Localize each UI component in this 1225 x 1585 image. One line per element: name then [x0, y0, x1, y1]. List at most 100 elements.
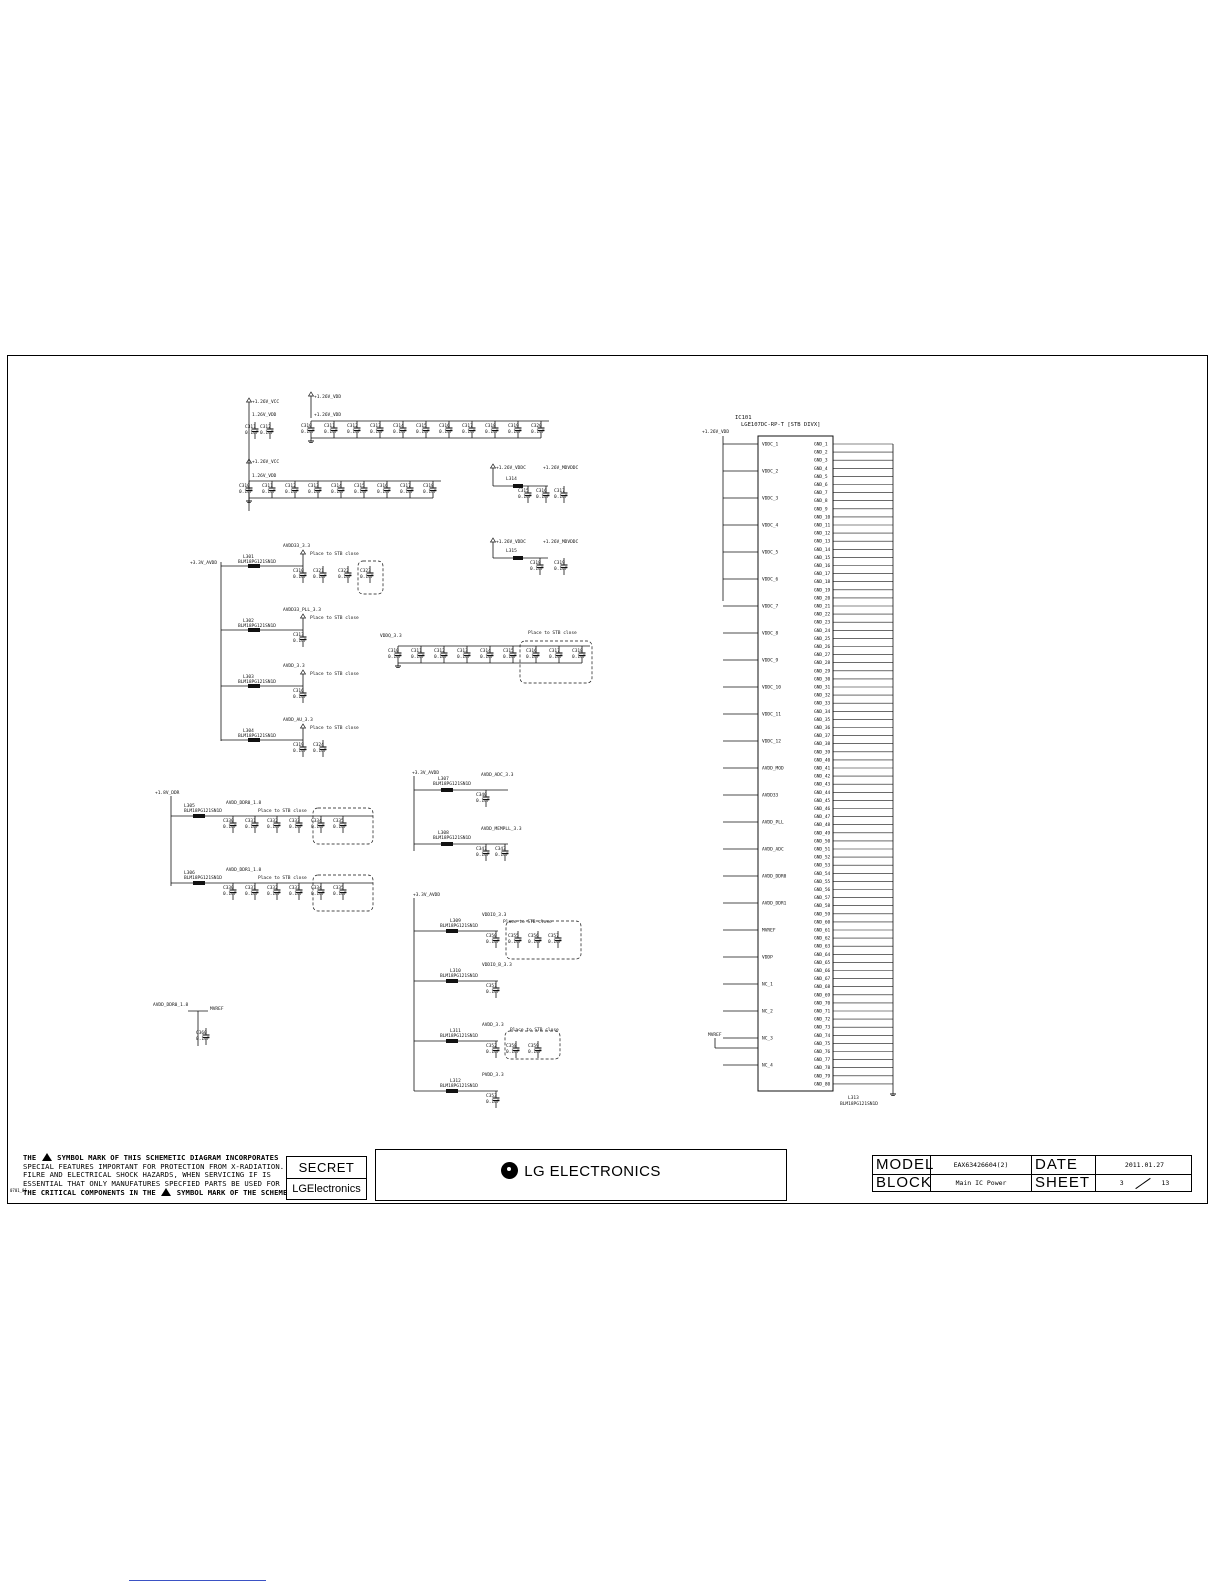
pin-label: GND_55 — [814, 879, 831, 885]
cap-ref: C318 — [485, 423, 496, 429]
cap-ref: C340 — [476, 792, 487, 798]
pin-label: GND_69 — [814, 992, 831, 998]
cap-value: 0.1uF — [223, 891, 237, 897]
cap-ref: C352 — [486, 1043, 497, 1049]
ferrite-part: BLM18PG121SN1D — [184, 875, 222, 881]
cap-ref: C343 — [495, 846, 506, 852]
cap-value: 0.1uF — [554, 566, 568, 572]
cap-ref: C353 — [486, 1093, 497, 1099]
cap-value: 0.1uF — [196, 1036, 210, 1042]
ferrite-part: BLM18PG121SN1D — [238, 679, 276, 685]
rail-label: MVREF — [210, 1006, 224, 1012]
inductor-ref: L314 — [506, 476, 517, 482]
pin-label: GND_14 — [814, 547, 831, 553]
net-label: AVDD_ADC_3.3 — [481, 772, 514, 778]
pin-label: GND_50 — [814, 838, 831, 844]
secret-box: SECRET LGElectronics — [286, 1156, 367, 1200]
page-link-underline[interactable] — [129, 1580, 266, 1581]
title-block: MODEL EAX63426604(2) DATE 2011.01.27 BLO… — [872, 1155, 1192, 1192]
rail-label: MVREF — [708, 1032, 722, 1038]
pin-label: GND_34 — [814, 709, 831, 715]
net-label: PVDD_3.3 — [482, 1072, 504, 1078]
pin-label: GND_6 — [814, 482, 828, 488]
pin-label: GND_51 — [814, 847, 831, 853]
cap-value: 0.1uF — [301, 429, 315, 435]
pin-label: GND_18 — [814, 579, 831, 585]
cap-ref: C317 — [462, 423, 473, 429]
cap-value: 0.1uF — [528, 1049, 542, 1055]
pin-label: AVDD33 — [762, 793, 779, 799]
ferrite-part: BLM18PG121SN1D — [238, 623, 276, 629]
pin-label: GND_73 — [814, 1025, 831, 1031]
cap-value: 0.1uF — [549, 654, 563, 660]
inductor-ref: L307 — [438, 776, 449, 782]
cap-value: 0.1uF — [439, 429, 453, 435]
inductor-ref: L303 — [243, 674, 254, 680]
pin-label: GND_3 — [814, 458, 828, 464]
pin-label: VDDP — [762, 955, 773, 961]
cap-ref: C321 — [313, 568, 324, 574]
cap-value: 0.1uF — [495, 852, 509, 858]
pin-label: GND_67 — [814, 976, 831, 982]
pin-label: GND_80 — [814, 1081, 831, 1087]
pin-label: VDDC_3 — [762, 496, 779, 502]
cap-ref: C360 — [196, 1030, 207, 1036]
cap-value: 0.1uF — [416, 429, 430, 435]
cap-ref: C334 — [311, 885, 322, 891]
pin-label: GND_20 — [814, 595, 831, 601]
cap-value: 0.1uF — [311, 824, 325, 830]
cap-ref: C317 — [554, 488, 565, 494]
cap-value: 0.1uF — [536, 494, 550, 500]
logo-box: LG ELECTRONICS — [375, 1149, 787, 1201]
footnote: 0701_01 — [10, 1188, 27, 1193]
pin-label: GND_76 — [814, 1049, 831, 1055]
pin-label: GND_44 — [814, 790, 831, 796]
inductor-ref: L311 — [450, 1028, 461, 1034]
warning-text: SPECIAL FEATURES IMPORTANT FOR PROTECTIO… — [23, 1161, 285, 1171]
cap-ref: C323 — [360, 568, 371, 574]
pin-label: GND_4 — [814, 466, 828, 472]
cap-value: 0.1uF — [239, 489, 253, 495]
pin-label: GND_16 — [814, 563, 831, 569]
cap-ref: C312 — [285, 483, 296, 489]
cap-ref: C335 — [333, 818, 344, 824]
cap-ref: C333 — [289, 818, 300, 824]
cap-ref: C319 — [508, 423, 519, 429]
power-arrow-icon — [299, 723, 307, 729]
pin-label: GND_2 — [814, 450, 828, 456]
ferrite-bead — [248, 564, 260, 568]
ferrite-part: BLM18PG121SN1D — [440, 1033, 478, 1039]
pin-label: NC_1 — [762, 982, 773, 988]
ferrite-bead — [441, 842, 453, 846]
cap-value: 0.1uF — [423, 489, 437, 495]
cap-value: 0.1uF — [245, 430, 259, 436]
pin-label: GND_21 — [814, 604, 831, 610]
cap-ref: C314 — [331, 483, 342, 489]
cap-value: 0.1uF — [354, 489, 368, 495]
ferrite-bead — [248, 684, 260, 688]
pin-label: GND_8 — [814, 498, 828, 504]
ferrite-part: BLM18PG121SN1D — [440, 1083, 478, 1089]
rail-label: +1.26V_MDVDDC — [543, 539, 579, 545]
pin-label: VDDC_12 — [762, 739, 781, 745]
pin-label: GND_28 — [814, 660, 831, 666]
cap-ref: C313 — [457, 648, 468, 654]
cap-ref: C312 — [260, 424, 271, 430]
place-note: Place to STB close — [503, 919, 552, 925]
ic-ref: IC101 — [735, 415, 752, 421]
cap-value: 0.1uF — [347, 429, 361, 435]
place-note: Place to STB close — [310, 615, 359, 621]
warning-triangle-icon — [161, 1188, 172, 1197]
cap-ref: C333 — [289, 885, 300, 891]
cap-ref: C357 — [548, 933, 559, 939]
pin-label: GND_62 — [814, 936, 831, 942]
cap-value: 0.1uF — [528, 939, 542, 945]
ferrite-part: BLM18PG121SN1D — [238, 559, 276, 565]
ferrite-part: BLM18PG121SN1D — [433, 781, 471, 787]
place-note-box — [519, 640, 593, 684]
inductor-ref: L310 — [450, 968, 461, 974]
pin-label: VDDC_5 — [762, 550, 779, 556]
pin-label: GND_26 — [814, 644, 831, 650]
cap-value: 0.1uF — [400, 489, 414, 495]
